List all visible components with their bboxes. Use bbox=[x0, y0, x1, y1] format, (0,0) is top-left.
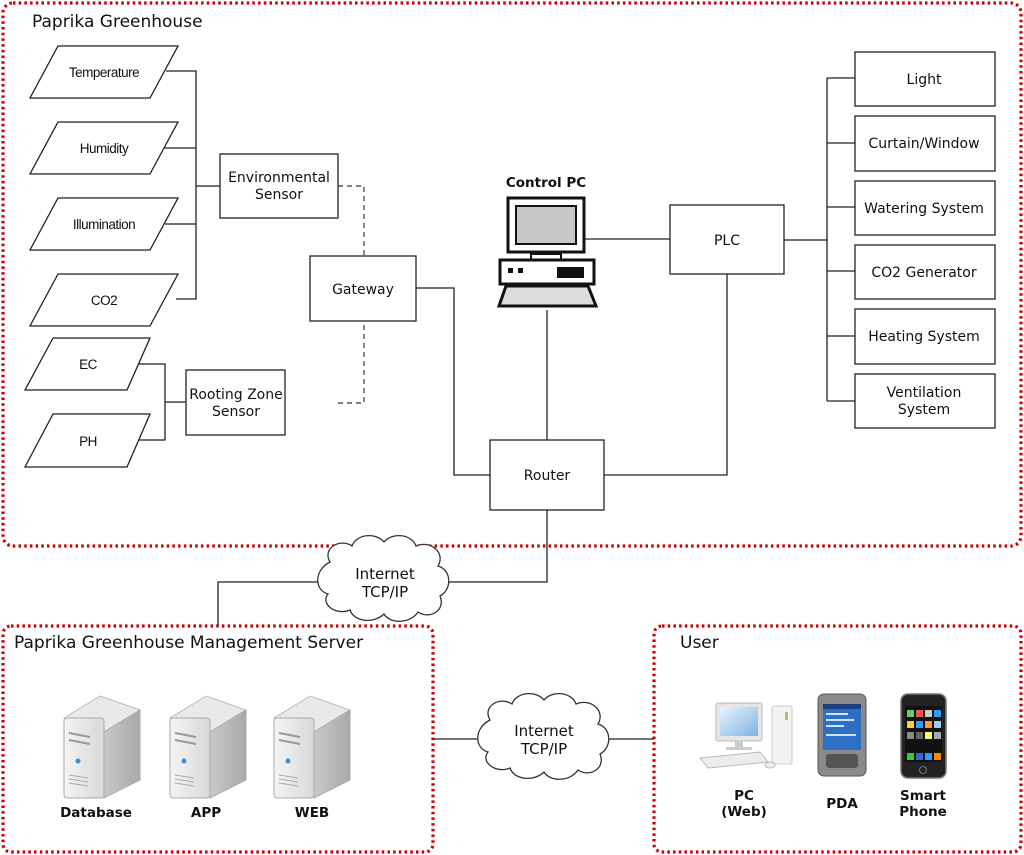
server-label: Database bbox=[60, 805, 132, 821]
svg-text:Phone: Phone bbox=[899, 804, 947, 820]
sensor-ph: PH bbox=[23, 413, 151, 468]
sensor-ec: EC bbox=[23, 337, 151, 391]
server-zone-title: Paprika Greenhouse Management Server bbox=[14, 633, 363, 653]
actuator-ventilation-system: Ventilation System bbox=[854, 373, 996, 429]
svg-text:PLC: PLC bbox=[714, 233, 740, 249]
user-device-pda: PDA bbox=[817, 693, 867, 812]
svg-text:Heating System: Heating System bbox=[868, 329, 980, 345]
svg-text:Humidity: Humidity bbox=[80, 141, 129, 156]
actuator-watering-system: Watering System bbox=[854, 180, 996, 236]
svg-text:Light: Light bbox=[907, 72, 942, 88]
internet-cloud-bottom: Internet TCP/IP bbox=[477, 693, 610, 780]
svg-text:Internet: Internet bbox=[355, 565, 415, 583]
user-zone bbox=[652, 624, 1023, 854]
desktop-pc-icon bbox=[699, 702, 793, 769]
rooting-zone-sensor-box: Rooting Zone Sensor bbox=[185, 369, 286, 436]
control-pc: Control PC bbox=[496, 175, 599, 308]
server-web: WEB bbox=[272, 695, 352, 821]
svg-text:TCP/IP: TCP/IP bbox=[361, 583, 408, 601]
cloud-icon bbox=[317, 535, 450, 622]
svg-text:PDA: PDA bbox=[826, 796, 858, 812]
actuator-bus bbox=[784, 77, 855, 402]
svg-text:Ventilation: Ventilation bbox=[887, 385, 962, 401]
svg-text:PH: PH bbox=[79, 434, 97, 449]
svg-text:Internet: Internet bbox=[514, 722, 574, 740]
svg-text:Router: Router bbox=[524, 468, 571, 484]
svg-text:Temperature: Temperature bbox=[69, 65, 139, 80]
svg-text:Watering System: Watering System bbox=[864, 201, 984, 217]
svg-text:TCP/IP: TCP/IP bbox=[520, 740, 567, 758]
svg-text:Sensor: Sensor bbox=[212, 404, 260, 420]
internet-to-server-link bbox=[217, 581, 318, 626]
server-icon bbox=[272, 695, 352, 799]
server-app: APP bbox=[168, 695, 248, 821]
svg-text:Smart: Smart bbox=[900, 788, 947, 804]
svg-text:Sensor: Sensor bbox=[255, 187, 303, 203]
gateway-box: Gateway bbox=[309, 255, 417, 322]
svg-text:PC: PC bbox=[734, 788, 754, 804]
greenhouse-zone-title: Paprika Greenhouse bbox=[32, 12, 203, 32]
plc-to-router-link bbox=[604, 274, 728, 476]
sensor-co2: CO2 bbox=[28, 273, 180, 327]
svg-text:System: System bbox=[898, 402, 950, 418]
server-icon bbox=[62, 695, 142, 799]
env-to-gateway-link bbox=[338, 185, 365, 256]
svg-text:Rooting Zone: Rooting Zone bbox=[189, 387, 282, 403]
actuator-curtain-window: Curtain/Window bbox=[854, 115, 996, 172]
plc-box: PLC bbox=[669, 204, 785, 275]
svg-text:CO2: CO2 bbox=[91, 293, 117, 308]
sensor-temperature: Temperature bbox=[28, 45, 180, 99]
control-pc-label: Control PC bbox=[506, 175, 586, 191]
router-box: Router bbox=[489, 439, 605, 511]
svg-text:Curtain/Window: Curtain/Window bbox=[868, 136, 979, 152]
server-database: Database bbox=[60, 695, 142, 821]
greenhouse-zone bbox=[1, 1, 1023, 548]
env-sensor-bus bbox=[164, 70, 220, 300]
svg-text:(Web): (Web) bbox=[721, 804, 767, 820]
server-icon bbox=[168, 695, 248, 799]
environmental-sensor-box: Environmental Sensor bbox=[219, 153, 339, 219]
user-device-pc: PC (Web) bbox=[699, 702, 793, 820]
router-to-internet-link bbox=[448, 510, 548, 583]
svg-text:EC: EC bbox=[79, 357, 98, 372]
smartphone-icon bbox=[900, 693, 947, 779]
svg-text:Gateway: Gateway bbox=[332, 282, 394, 298]
internet-cloud-top: Internet TCP/IP bbox=[317, 535, 450, 622]
user-zone-title: User bbox=[680, 633, 719, 653]
user-device-smartphone: Smart Phone bbox=[899, 693, 947, 820]
actuator-co2-generator: CO2 Generator bbox=[854, 244, 996, 300]
sensor-humidity: Humidity bbox=[28, 121, 180, 175]
actuator-heating-system: Heating System bbox=[854, 308, 996, 365]
server-label: WEB bbox=[295, 805, 329, 821]
svg-text:Environmental: Environmental bbox=[228, 170, 330, 186]
rooting-sensor-bus bbox=[139, 363, 186, 441]
svg-text:Illumination: Illumination bbox=[73, 217, 135, 232]
actuator-light: Light bbox=[854, 51, 996, 107]
computer-icon bbox=[496, 196, 599, 308]
cloud-icon bbox=[477, 693, 610, 780]
server-label: APP bbox=[191, 805, 221, 821]
svg-text:CO2 Generator: CO2 Generator bbox=[871, 265, 976, 281]
pda-icon bbox=[817, 693, 867, 777]
gateway-to-router-link bbox=[416, 287, 490, 476]
rooting-to-gateway-link bbox=[338, 321, 365, 404]
sensor-illumination: Illumination bbox=[28, 197, 180, 251]
